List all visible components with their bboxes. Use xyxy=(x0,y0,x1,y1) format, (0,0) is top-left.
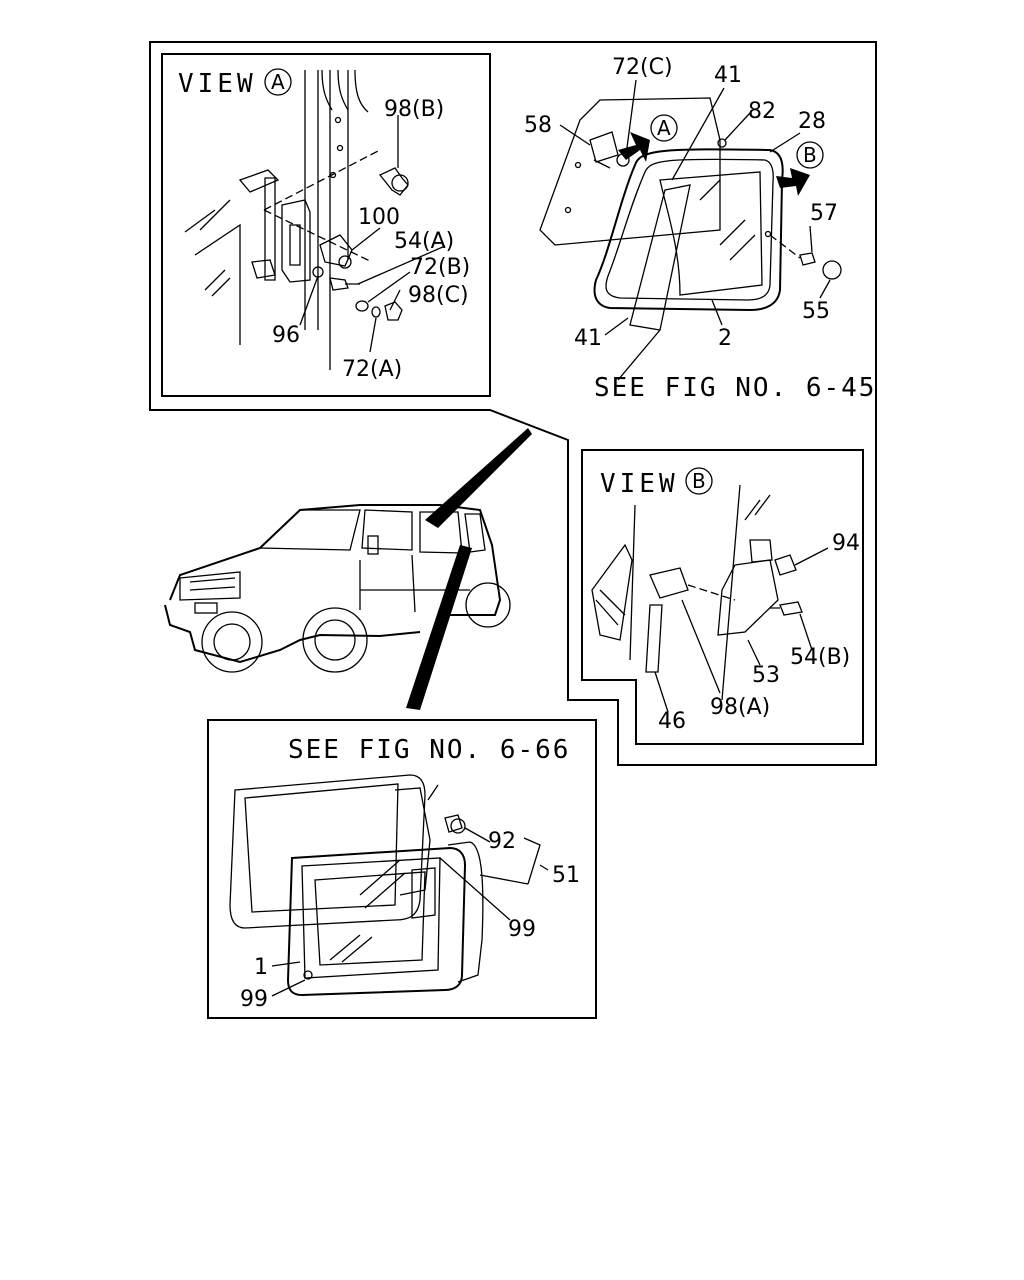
label-28: 28 xyxy=(798,109,826,134)
window-frame xyxy=(593,148,784,312)
view-b-panel: VIEW B 94 54(B) 53 98(A) 46 xyxy=(581,449,864,745)
arrow-b-letter: B xyxy=(803,143,817,167)
label-51: 51 xyxy=(552,863,580,888)
glass-edge xyxy=(591,543,633,641)
view-a-panel: VIEW A xyxy=(161,53,491,397)
arrow-a-letter: A xyxy=(657,116,671,140)
quarter-window-assembly: A B 72(C) 41 58 82 28 57 55 41 2 SEE FIG… xyxy=(524,55,876,403)
washer-72a xyxy=(371,306,381,318)
label-82: 82 xyxy=(748,99,776,124)
label-54a: 54(A) xyxy=(394,229,454,254)
label-46: 46 xyxy=(658,709,686,734)
label-99-right: 99 xyxy=(508,917,536,942)
label-98b: 98(B) xyxy=(384,97,444,122)
view-b-circle-letter: B xyxy=(692,469,706,493)
callout-band-upper xyxy=(425,428,532,528)
label-72b: 72(B) xyxy=(410,255,470,280)
screw-57 xyxy=(799,252,816,266)
view-a-circle-letter: A xyxy=(271,70,285,94)
view-a-hinge xyxy=(184,169,311,345)
view-b-title: VIEW xyxy=(600,469,679,499)
label-100: 100 xyxy=(358,205,400,230)
strip-46 xyxy=(645,604,663,673)
view-a-title: VIEW xyxy=(178,69,257,99)
weatherstrip-51 xyxy=(447,841,484,983)
screw-92 xyxy=(444,814,463,833)
see-fig-6-66: SEE FIG NO. 6-66 xyxy=(288,735,570,765)
label-94: 94 xyxy=(832,531,860,556)
screw-54b xyxy=(770,601,803,616)
label-98a: 98(A) xyxy=(710,695,770,720)
label-96: 96 xyxy=(272,323,300,348)
nut-98c xyxy=(384,301,403,321)
label-72a: 72(A) xyxy=(342,357,402,382)
see-fig-6-45: SEE FIG NO. 6-45 xyxy=(594,373,876,403)
screw-94 xyxy=(774,554,797,576)
outer-callout-frame xyxy=(149,41,877,766)
label-57: 57 xyxy=(810,201,838,226)
vehicle-illustration xyxy=(164,428,532,710)
block-98a xyxy=(649,567,689,599)
label-99-left: 99 xyxy=(240,987,268,1012)
label-53: 53 xyxy=(752,663,780,688)
label-58: 58 xyxy=(524,113,552,138)
inner-glass xyxy=(314,871,426,966)
callout-band-lower xyxy=(406,545,472,710)
rear-door-window-panel: SEE FIG NO. 6-66 92 51 99 1 99 xyxy=(207,719,597,1019)
inner-window-frame xyxy=(286,846,467,997)
label-92: 92 xyxy=(488,829,516,854)
label-72c: 72(C) xyxy=(612,55,673,80)
label-98c: 98(C) xyxy=(408,283,469,308)
label-1: 1 xyxy=(254,955,268,980)
washer-72b xyxy=(355,300,369,312)
screw-54a xyxy=(329,277,360,291)
bolt-98b xyxy=(378,167,409,196)
label-41-bottom: 41 xyxy=(574,326,602,351)
label-2: 2 xyxy=(718,326,732,351)
latch-58 xyxy=(589,131,619,169)
part-100 xyxy=(319,234,353,269)
label-54b: 54(B) xyxy=(790,645,850,670)
view-b-arrow xyxy=(776,168,810,196)
view-a-arrow xyxy=(618,132,650,162)
cap-55 xyxy=(822,260,842,280)
label-55: 55 xyxy=(802,299,830,324)
label-41-top: 41 xyxy=(714,63,742,88)
